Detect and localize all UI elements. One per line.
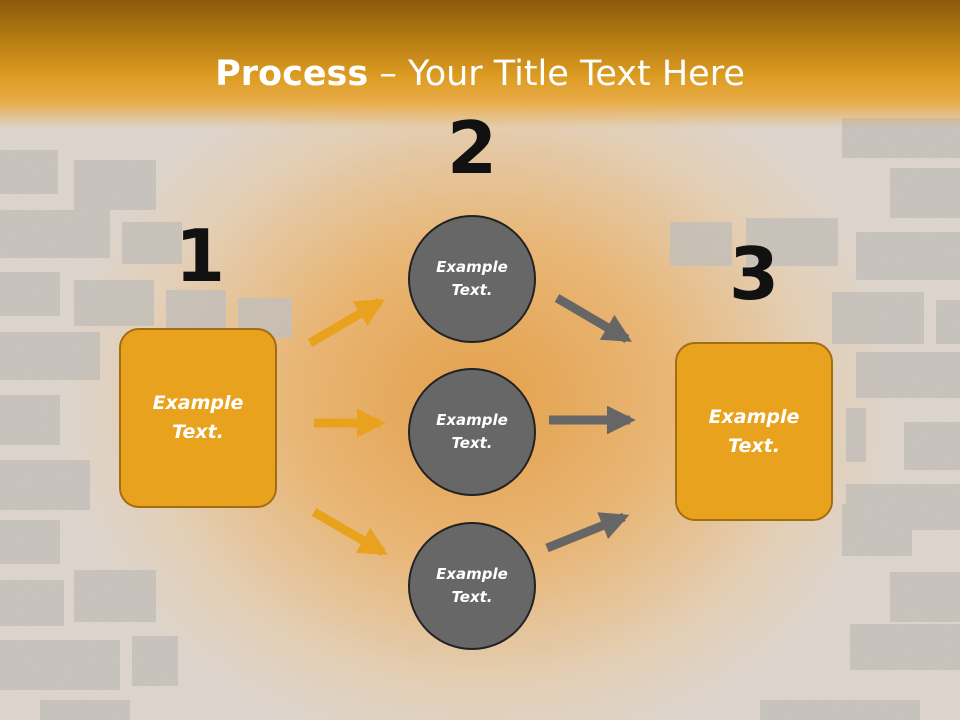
step-2-circle-bottom: Example Text. [408,522,536,650]
arrow-from-top-circle [554,294,632,343]
circle-text: Example Text. [436,411,508,452]
slide-title: Process – Your Title Text Here [0,52,960,96]
step-3-text: Example Text. [708,405,800,457]
title-bar: Process – Your Title Text Here [0,0,960,128]
arrow-from-bottom-circle [545,512,630,553]
step-1-box: Example Text. [119,328,277,508]
step-2-circle-middle: Example Text. [408,368,536,496]
step-number-3: 3 [728,232,780,316]
title-rest: – Your Title Text Here [368,54,745,94]
step-number-1: 1 [174,214,226,298]
title-bold: Process [215,54,369,94]
step-number-2: 2 [446,106,498,190]
step-3-box: Example Text. [675,342,833,521]
circle-text: Example Text. [436,565,508,606]
arrow-to-top-circle [307,298,385,347]
step-1-text: Example Text. [152,392,244,443]
circle-text: Example Text. [436,258,508,299]
step-2-circle-top: Example Text. [408,215,536,343]
arrow-to-bottom-circle [311,508,388,556]
